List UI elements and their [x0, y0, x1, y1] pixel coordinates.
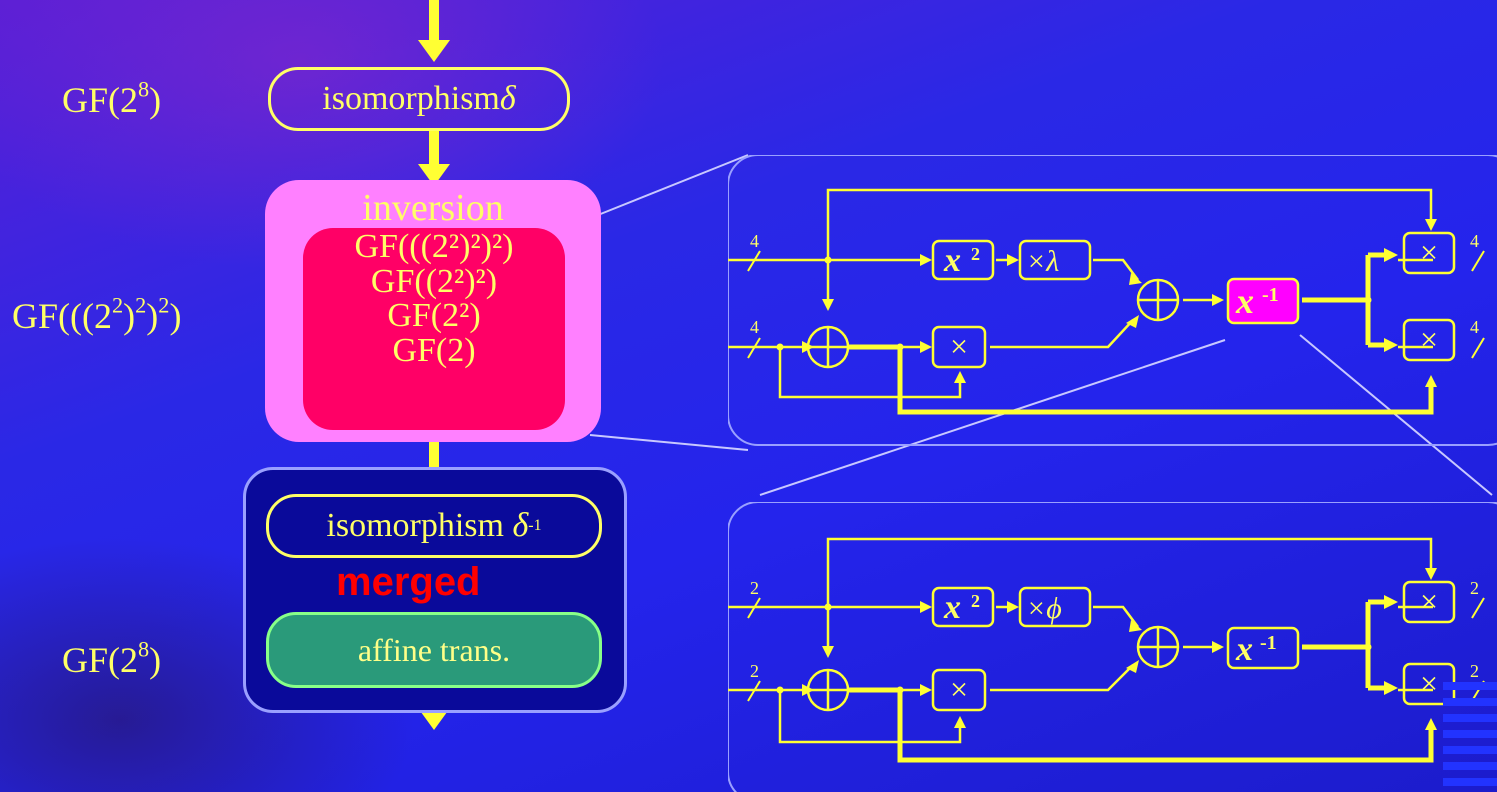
nested-field: GF(2²)	[387, 297, 481, 335]
bus-width-label: 2	[750, 661, 759, 681]
scale-op: ×ϕ	[1026, 592, 1062, 625]
isomorphism-inverse-block: isomorphism δ-1	[266, 494, 602, 558]
multiplier-block	[931, 668, 987, 712]
circuit-bottom: 2 2 2 2 x 2 ×ϕ × x -1 × ×	[728, 502, 1497, 792]
gf-label-middle: GF(((22)2)2)	[12, 292, 182, 336]
bus-width-label: 4	[750, 231, 759, 251]
bus-width-label: 2	[1470, 578, 1479, 598]
mult-symbol: ×	[1420, 321, 1438, 357]
isomorphism-label: isomorphism	[326, 507, 504, 544]
bus-width-label: 4	[1470, 317, 1479, 337]
square-exp: 2	[971, 244, 980, 264]
bus-width-label: 4	[750, 317, 759, 337]
merged-label: merged	[336, 560, 481, 604]
scale-block	[1018, 239, 1092, 281]
mult-symbol: ×	[1420, 583, 1438, 619]
inverse-block-highlighted	[1226, 277, 1300, 325]
bus-width-label: 4	[1470, 231, 1479, 251]
inverse-op: x	[1235, 631, 1253, 668]
bus-width-label: 2	[1470, 661, 1479, 681]
nested-field: GF(2)	[392, 332, 476, 370]
inverse-exp: -1	[1262, 284, 1279, 306]
isomorphism-label: isomorphism	[322, 80, 500, 117]
inverse-exp: -1	[1260, 632, 1277, 654]
square-exp: 2	[971, 591, 980, 611]
multiplier-block	[1402, 318, 1456, 362]
nested-field: GF(((2²)²)²)	[354, 228, 514, 265]
bus-width-label: 2	[750, 578, 759, 598]
inversion-title: inversion	[362, 187, 504, 229]
nested-field: GF((2²)²)	[370, 262, 498, 300]
mult-symbol: ×	[950, 671, 968, 707]
inverse-block	[1226, 626, 1300, 670]
scale-block	[1018, 586, 1092, 628]
mult-symbol: ×	[1420, 234, 1438, 270]
delta-symbol: δ	[512, 507, 529, 544]
multiplier-block	[1402, 231, 1456, 275]
nested-field-stack: GF(((2²)²)²) GF((2²)²) GF(2²) GF(2)	[303, 228, 565, 430]
mult-symbol: ×	[950, 328, 968, 364]
gf-label-bottom: GF(28)	[62, 636, 162, 680]
square-op: x	[943, 242, 961, 279]
gf-label-top: GF(28)	[62, 76, 162, 120]
affine-transform-block: affine trans.	[266, 612, 602, 688]
multiplier-block	[1402, 580, 1456, 624]
square-op: x	[943, 589, 961, 626]
mult-symbol: ×	[1420, 665, 1438, 701]
multiplier-block	[931, 325, 987, 369]
delta-symbol: δ	[499, 80, 516, 117]
circuit-top: 4 4 4 4 x 2 ×λ × x -1 × ×	[728, 155, 1497, 446]
corner-logo-icon	[1443, 682, 1497, 786]
inverse-op: x	[1235, 281, 1254, 321]
square-block	[931, 586, 995, 628]
square-block	[931, 239, 995, 281]
inversion-block: inversion GF(((2²)²)²) GF((2²)²) GF(2²) …	[265, 180, 601, 442]
scale-op: ×λ	[1026, 245, 1059, 278]
